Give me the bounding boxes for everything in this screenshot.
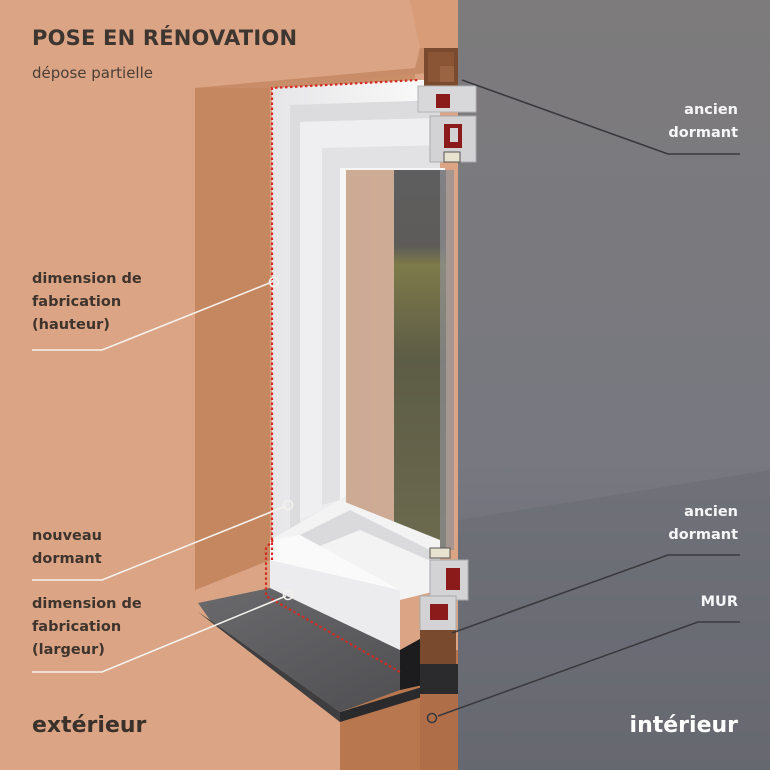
leader-mur xyxy=(437,621,740,717)
glass-reflection xyxy=(346,170,394,540)
dimension-width-line xyxy=(264,539,401,673)
leader-dimension-largeur xyxy=(32,595,287,673)
dimension-height-line xyxy=(270,78,419,560)
window-sill xyxy=(198,588,445,712)
label-ancien-dormant-top: ancien dormant xyxy=(668,102,738,141)
leader-nouveau-dormant xyxy=(32,505,287,581)
diagram-title: POSE EN RÉNOVATION xyxy=(32,26,298,50)
leader-dimension-hauteur xyxy=(32,281,273,351)
old-frame-bottom-wood xyxy=(420,630,456,664)
anchor-nouveau-dormant xyxy=(282,499,294,511)
leader-ancien-dormant-bottom xyxy=(451,554,740,634)
anchor-dimension-hauteur xyxy=(268,276,280,288)
anchor-mur xyxy=(426,712,438,724)
label-dimension-largeur: dimension de fabrication (largeur) xyxy=(32,596,142,658)
anchor-dimension-largeur xyxy=(282,589,294,601)
label-dimension-hauteur: dimension de fabrication (hauteur) xyxy=(32,271,142,333)
diagram-subtitle: dépose partielle xyxy=(32,64,153,82)
label-ancien-dormant-bottom: ancien dormant xyxy=(668,504,738,543)
label-exterior: extérieur xyxy=(32,713,147,738)
glass-pane xyxy=(394,170,446,550)
leader-ancien-dormant-top xyxy=(461,79,740,155)
label-nouveau-dormant: nouveau dormant xyxy=(32,528,103,567)
label-mur: MUR xyxy=(700,594,738,610)
label-interior: intérieur xyxy=(629,713,738,738)
